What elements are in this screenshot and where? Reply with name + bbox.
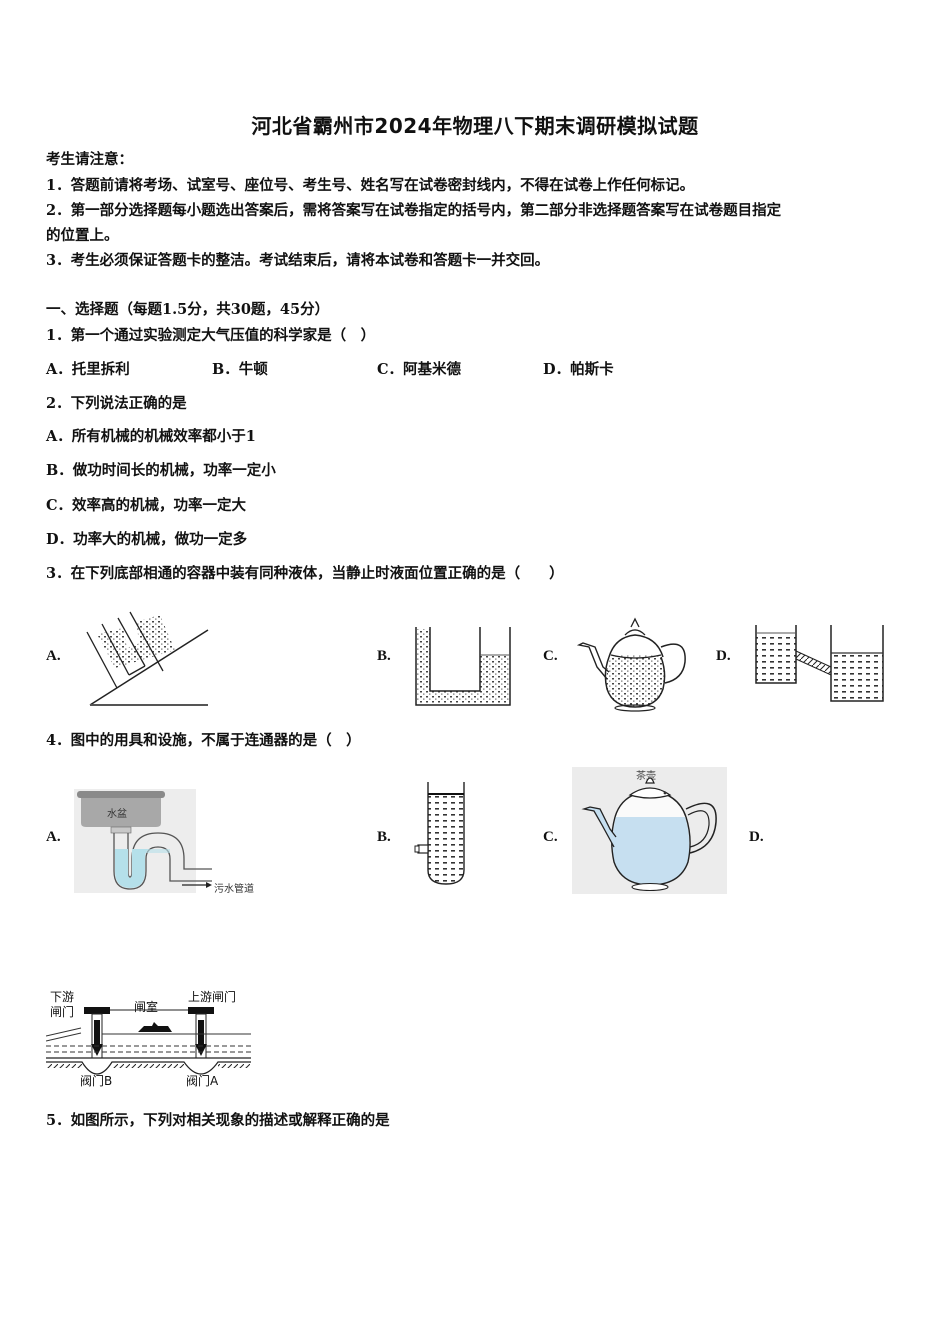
section-heading: 一、选择题（每题1.5分，共30题，45分）	[46, 301, 330, 318]
figure-ship-lock: 下游 闸门 闸室 上游闸门 阀门B 阀门A	[46, 986, 256, 1090]
figure-u-tube	[413, 625, 513, 707]
figure-teapot: 茶壶	[572, 767, 727, 894]
question-stem: 5．如图所示，下列对相关现象的描述或解释正确的是	[46, 1112, 390, 1129]
option-d-label[interactable]: D.	[716, 648, 731, 664]
notice-item: 3．考生必须保证答题卡的整洁。考试结束后，请将本试卷和答题卡一并交回。	[46, 252, 550, 269]
figure-teapot-dotted	[575, 617, 693, 713]
option-a-label[interactable]: A.	[46, 648, 61, 664]
lock-chamber-label: 闸室	[134, 1000, 159, 1014]
teapot-label: 茶壶	[636, 771, 656, 782]
question-stem: 4．图中的用具和设施，不属于连通器的是（ ）	[46, 732, 361, 749]
notice-item: 2．第一部分选择题每小题选出答案后，需将答案写在试卷指定的括号内，第二部分非选择…	[46, 202, 782, 219]
question-stem: 2．下列说法正确的是	[46, 395, 187, 412]
option-c-label[interactable]: C.	[543, 648, 558, 664]
sewer-label: 污水管道	[214, 884, 254, 895]
figure-tube-with-tap	[410, 782, 470, 887]
option-d[interactable]: D．帕斯卡	[543, 361, 614, 378]
downstream-gate-label: 下游 闸门	[50, 990, 75, 1019]
figure-two-tanks	[753, 623, 888, 705]
question-stem: 3．在下列底部相通的容器中装有同种液体，当静止时液面位置正确的是（ ）	[46, 565, 564, 582]
figure-sink-trap: 水盆 污水管道	[74, 789, 254, 895]
option-d[interactable]: D．功率大的机械，做功一定多	[46, 531, 248, 548]
valve-b-label: 阀门B	[80, 1074, 113, 1088]
option-b-label[interactable]: B.	[377, 829, 391, 845]
notice-item: 的位置上。	[46, 227, 119, 244]
option-d-label[interactable]: D.	[749, 829, 764, 845]
page-title: 河北省霸州市2024年物理八下期末调研模拟试题	[251, 114, 699, 138]
option-a-label[interactable]: A.	[46, 829, 61, 845]
option-b[interactable]: B．牛顿	[212, 361, 268, 378]
option-c[interactable]: C．效率高的机械，功率一定大	[46, 497, 247, 514]
upstream-gate-label: 上游闸门	[188, 990, 237, 1004]
option-c[interactable]: C．阿基米德	[377, 361, 462, 378]
option-a[interactable]: A．所有机械的机械效率都小于1	[46, 428, 256, 445]
option-c-label[interactable]: C.	[543, 829, 558, 845]
figure-inclined-vessel	[85, 610, 215, 710]
option-b-label[interactable]: B.	[377, 648, 391, 664]
basin-label: 水盆	[107, 809, 127, 820]
notice-heading: 考生请注意：	[46, 151, 133, 168]
option-b[interactable]: B．做功时间长的机械，功率一定小	[46, 462, 276, 479]
option-a[interactable]: A．托里拆利	[46, 361, 130, 378]
valve-a-label: 阀门A	[186, 1074, 219, 1088]
question-stem: 1．第一个通过实验测定大气压值的科学家是（ ）	[46, 327, 376, 344]
notice-item: 1．答题前请将考场、试室号、座位号、考生号、姓名写在试卷密封线内，不得在试卷上作…	[46, 177, 695, 194]
